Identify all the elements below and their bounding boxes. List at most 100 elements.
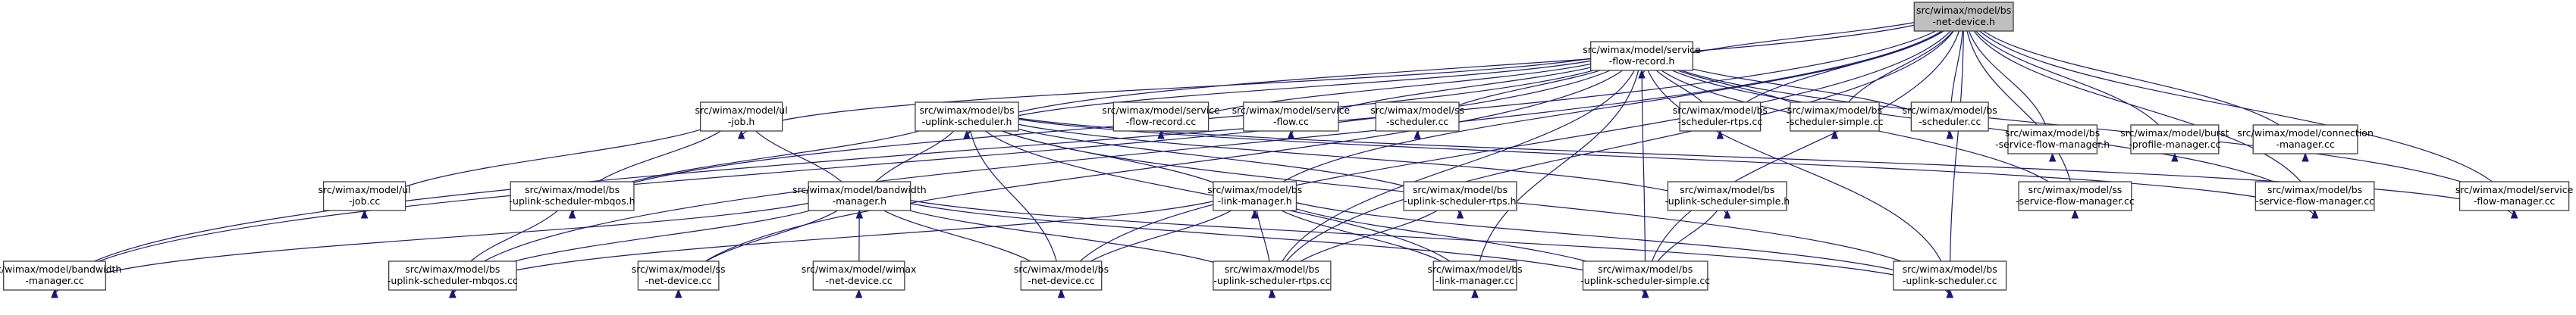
node-label-line: src/wimax/model/service	[1102, 104, 1220, 116]
node-box	[1112, 101, 1210, 132]
node-label-line: -scheduler.cc	[1386, 116, 1448, 127]
edge-netdev-h-to-bs-netdev-cc	[1057, 2, 1965, 298]
node-label-line: src/wimax/model/bs	[1903, 104, 1997, 116]
node-label-line: -link-manager.cc	[1435, 275, 1514, 286]
node-label-line: src/wimax/model/service	[1583, 44, 1701, 55]
node-bs-ulsched-mbqos-h[interactable]: src/wimax/model/bs-uplink-scheduler-mbqo…	[510, 181, 635, 211]
node-conn-cc[interactable]: src/wimax/model/connection-manager.cc	[2237, 124, 2374, 154]
node-bs-ulsched-mbqos-cc[interactable]: src/wimax/model/bs-uplink-scheduler-mbqo…	[387, 260, 518, 291]
node-label-line: -service-flow-manager.cc	[2016, 195, 2135, 207]
node-box	[637, 260, 720, 291]
node-label-line: -job.h	[728, 116, 755, 127]
node-bs-ulsched-simple-h[interactable]: src/wimax/model/bs-uplink-scheduler-simp…	[1665, 181, 1790, 211]
node-label-line: src/wimax/model/ss	[2028, 184, 2123, 195]
node-ss-netdev-cc[interactable]: src/wimax/model/ss-net-device.cc	[632, 260, 726, 291]
edge-bs-ulsched-h-to-sfm-cc	[966, 101, 2518, 219]
node-label-line: src/wimax/model/bs	[1413, 184, 1508, 195]
node-label-line: -uplink-scheduler-simple.h	[1665, 195, 1790, 207]
node-label-line: -scheduler-rtps.cc	[1678, 116, 1763, 127]
node-box	[1213, 260, 1332, 291]
node-label-line: src/wimax/model/bs	[1014, 264, 1109, 275]
node-bw-mgr-h[interactable]: src/wimax/model/bandwidth-manager.h	[792, 181, 927, 211]
node-label-line: src/wimax/model/burst	[2120, 127, 2229, 139]
node-label-line: -net-device.cc	[825, 275, 892, 286]
node-label-line: -scheduler.cc	[1919, 116, 1981, 127]
node-label-line: -service-flow-manager.cc	[2255, 195, 2374, 207]
node-box	[812, 260, 905, 291]
node-bw-mgr-cc[interactable]: src/wimax/model/bandwidth-manager.cc	[0, 260, 121, 291]
node-label-line: -service-flow-manager.h	[1995, 139, 2110, 150]
node-label-line: src/wimax/model/ss	[632, 264, 726, 275]
node-label-line: src/wimax/model/bs	[405, 264, 500, 275]
node-box	[1679, 101, 1762, 132]
node-sfr-cc[interactable]: src/wimax/model/service-flow-record.cc	[1102, 101, 1220, 132]
node-burst-cc[interactable]: src/wimax/model/burst-profile-manager.cc	[2120, 124, 2229, 154]
node-bs-ulsched-rtps-cc[interactable]: src/wimax/model/bs-uplink-scheduler-rtps…	[1213, 260, 1332, 291]
graph-nodes: src/wimax/model/bs-net-device.hsrc/wimax…	[0, 2, 2574, 291]
node-box	[2458, 181, 2570, 211]
node-sfr-h[interactable]: src/wimax/model/service-flow-record.h	[1583, 41, 1701, 71]
node-bs-sfm-h[interactable]: src/wimax/model/bs-service-flow-manager.…	[1995, 124, 2110, 154]
node-box	[1913, 2, 2014, 32]
node-label-line: -uplink-scheduler.cc	[1903, 275, 1997, 286]
node-box	[2130, 124, 2220, 154]
node-label-line: src/wimax/model/bandwidth	[792, 184, 927, 195]
node-label-line: src/wimax/model/wimax	[802, 264, 917, 275]
node-box	[3, 260, 106, 291]
node-label-line: src/wimax/model/bs	[1598, 264, 1693, 275]
node-label-line: -manager.cc	[2276, 139, 2334, 150]
node-label-line: -net-device.h	[1932, 16, 1995, 27]
node-ss-sfm-cc[interactable]: src/wimax/model/ss-service-flow-manager.…	[2016, 181, 2135, 211]
node-label-line: -uplink-scheduler-simple.cc	[1580, 275, 1710, 286]
node-bs-sched-rtps-cc[interactable]: src/wimax/model/bs-scheduler-rtps.cc	[1673, 101, 1768, 132]
node-box	[1243, 101, 1339, 132]
node-label-line: -uplink-scheduler-mbqos.cc	[387, 275, 518, 286]
node-bs-netdev-cc[interactable]: src/wimax/model/bs-net-device.cc	[1014, 260, 1109, 291]
node-label-line: -scheduler-simple.cc	[1786, 116, 1883, 127]
node-ul-job-cc[interactable]: src/wimax/model/ul-job.cc	[318, 181, 411, 211]
node-label-line: src/wimax/model/ul	[695, 104, 788, 116]
node-box	[808, 181, 911, 211]
node-label-line: -uplink-scheduler.h	[922, 116, 1012, 127]
node-bs-ulsched-rtps-h[interactable]: src/wimax/model/bs-uplink-scheduler-rtps…	[1403, 181, 1517, 211]
node-ul-job-h[interactable]: src/wimax/model/ul-job.h	[695, 101, 788, 132]
node-box	[322, 181, 406, 211]
node-label-line: -uplink-scheduler-mbqos.h	[510, 195, 635, 207]
edge-bs-ulsched-h-to-bs-sfm-cc	[966, 101, 2319, 219]
node-box	[1582, 260, 1708, 291]
node-box	[1403, 181, 1517, 211]
node-label-line: src/wimax/model/ss	[1370, 104, 1464, 116]
node-netdev-h[interactable]: src/wimax/model/bs-net-device.h	[1913, 2, 2014, 32]
node-bs-ulsched-cc[interactable]: src/wimax/model/bs-uplink-scheduler.cc	[1893, 260, 2007, 291]
node-label-line: -flow-record.h	[1609, 55, 1675, 67]
node-bs-link-mgr-h[interactable]: src/wimax/model/bs-link-manager.h	[1207, 181, 1302, 211]
node-label-line: src/wimax/model/bs	[2005, 127, 2100, 139]
node-sfm-cc[interactable]: src/wimax/model/service-flow-manager.cc	[2455, 181, 2574, 211]
node-sf-cc[interactable]: src/wimax/model/service-flow.cc	[1232, 101, 1351, 132]
node-label-line: -net-device.cc	[645, 275, 711, 286]
node-label-line: src/wimax/model/bs	[1916, 5, 2011, 16]
node-box	[2007, 124, 2098, 154]
node-label-line: src/wimax/model/bs	[1225, 264, 1319, 275]
node-bs-link-mgr-cc[interactable]: src/wimax/model/bs-link-manager.cc	[1427, 260, 1523, 291]
node-bs-sfm-cc[interactable]: src/wimax/model/bs-service-flow-manager.…	[2254, 181, 2375, 211]
node-box	[1790, 101, 1880, 132]
node-label-line: -uplink-scheduler-rtps.h	[1404, 195, 1516, 207]
node-bs-sched-cc[interactable]: src/wimax/model/bs-scheduler.cc	[1903, 101, 1997, 132]
node-bs-sched-simple-cc[interactable]: src/wimax/model/bs-scheduler-simple.cc	[1786, 101, 1884, 132]
node-label-line: src/wimax/model/bs	[2267, 184, 2362, 195]
node-label-line: src/wimax/model/connection	[2237, 127, 2374, 139]
node-label-line: src/wimax/model/bs	[1903, 264, 1997, 275]
node-label-line: -link-manager.h	[1218, 195, 1292, 207]
node-bs-ulsched-h[interactable]: src/wimax/model/bs-uplink-scheduler.h	[915, 101, 1019, 132]
node-label-line: src/wimax/model/bs	[1680, 184, 1774, 195]
node-ss-sched-cc[interactable]: src/wimax/model/ss-scheduler.cc	[1370, 101, 1464, 132]
node-label-line: src/wimax/model/ul	[318, 184, 411, 195]
node-wimax-netdev-cc[interactable]: src/wimax/model/wimax-net-device.cc	[802, 260, 917, 291]
node-label-line: -flow.cc	[1273, 116, 1309, 127]
node-bs-ulsched-simple-cc[interactable]: src/wimax/model/bs-uplink-scheduler-simp…	[1580, 260, 1710, 291]
node-label-line: src/wimax/model/bs	[919, 104, 1014, 116]
node-box	[510, 181, 635, 211]
node-box	[1667, 181, 1787, 211]
